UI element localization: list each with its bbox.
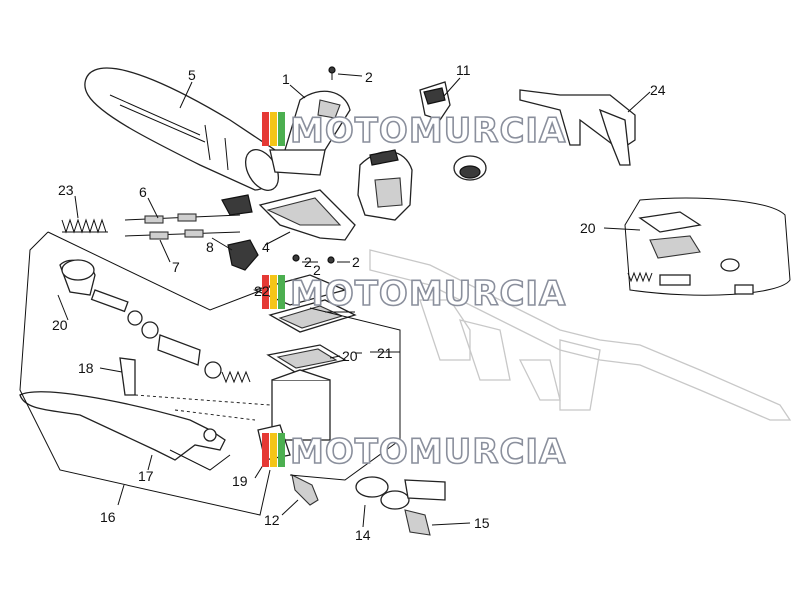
- watermark-1: MOTOMURCIA: [262, 110, 566, 152]
- group-frames: [19, 231, 401, 516]
- callout-7: 7: [172, 259, 180, 275]
- callout-2a: 2: [365, 69, 373, 85]
- callout-11: 11: [456, 62, 471, 78]
- master-cylinder-parts: [59, 259, 251, 396]
- knob: [453, 155, 487, 181]
- lower-cover: [258, 189, 356, 241]
- throttle-housing: [357, 149, 413, 221]
- callout-20c: 20: [580, 220, 596, 236]
- callout-4: 4: [262, 239, 270, 255]
- callout-labels: 1 2 2 2 2 22 4 5 6 7 8 11 12 14 15 16 17…: [52, 62, 666, 543]
- callout-2b: 2: [304, 254, 312, 270]
- fittings: [291, 474, 446, 536]
- watermark-2: MOTOMURCIA: [262, 273, 566, 315]
- callout-2c: 2: [352, 254, 360, 270]
- watermark-3: MOTOMURCIA: [262, 431, 566, 473]
- callout-14: 14: [355, 527, 371, 543]
- clamp-8: [227, 239, 259, 271]
- switch-housing: [269, 90, 351, 176]
- callout-15: 15: [474, 515, 490, 531]
- switch-11: [419, 81, 451, 121]
- callout-23: 23: [58, 182, 74, 198]
- callout-24: 24: [650, 82, 666, 98]
- callout-20b: 20: [342, 348, 358, 364]
- callout-17: 17: [138, 468, 154, 484]
- callout-6: 6: [139, 184, 147, 200]
- handlebar-grip: [84, 67, 280, 191]
- watermark-text: MOTOMURCIA: [290, 274, 566, 314]
- screws: [292, 66, 336, 264]
- bracket-24: [519, 89, 636, 166]
- callout-21: 21: [377, 345, 393, 361]
- spring-23: [61, 218, 108, 234]
- reservoir-inset: [624, 197, 791, 296]
- brake-lever: [19, 391, 226, 461]
- reservoir-stack: [253, 274, 357, 461]
- callout-16: 16: [100, 509, 116, 525]
- callout-5: 5: [188, 67, 196, 83]
- callout-1: 1: [282, 71, 290, 87]
- callout-12: 12: [264, 512, 280, 528]
- handlebar-outline: [369, 249, 792, 421]
- watermark-text: MOTOMURCIA: [290, 111, 566, 151]
- callout-22: 22: [254, 283, 270, 299]
- callout-8: 8: [206, 239, 214, 255]
- throttle-cables: [124, 194, 253, 240]
- callout-20a: 20: [52, 317, 68, 333]
- callout-2d: 2: [313, 262, 321, 278]
- callout-19: 19: [232, 473, 248, 489]
- watermark-text: MOTOMURCIA: [290, 432, 566, 472]
- callout-18: 18: [78, 360, 94, 376]
